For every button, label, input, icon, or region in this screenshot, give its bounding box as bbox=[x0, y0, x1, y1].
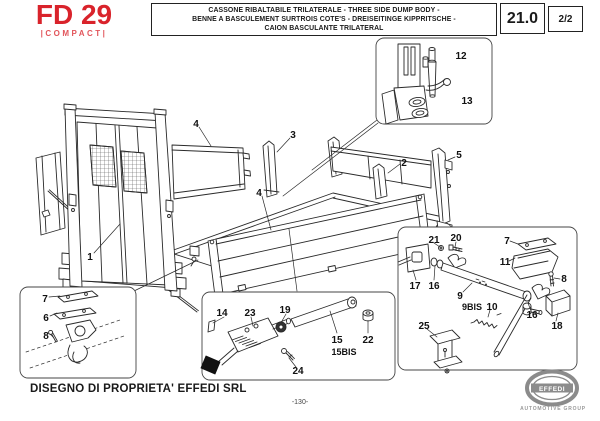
callout-7b: 7 bbox=[504, 236, 510, 247]
inset-torsion-bar-detail bbox=[397, 226, 578, 374]
callout-6: 6 bbox=[43, 313, 49, 324]
inset-hinge-detail bbox=[19, 286, 137, 379]
callout-20: 20 bbox=[450, 233, 462, 244]
callout-24: 24 bbox=[292, 366, 304, 377]
callout-7a: 7 bbox=[42, 294, 48, 305]
section-number-box: 21.0 bbox=[500, 3, 545, 34]
callout-8b: 8 bbox=[561, 274, 567, 285]
property-notice: DISEGNO DI PROPRIETA' EFFEDI SRL bbox=[30, 383, 247, 395]
callout-14: 14 bbox=[216, 308, 228, 319]
effedi-logo-text: EFFEDI bbox=[539, 386, 565, 393]
model-subname: |COMPACT| bbox=[40, 29, 108, 38]
callout-25: 25 bbox=[418, 321, 430, 332]
brand-logo: FD 29 |COMPACT| bbox=[18, 1, 130, 38]
title-line-3: CAION BASCULANTE TRILATERAL bbox=[264, 25, 384, 32]
callout-15: 15 bbox=[331, 335, 343, 346]
callout-9bis: 9BIS bbox=[462, 302, 482, 312]
callouts: 4 3 2 5 4 1 12 13 7 6 8 14 23 19 15 15BI… bbox=[42, 51, 567, 377]
title-box: CASSONE RIBALTABILE TRILATERALE - THREE … bbox=[151, 3, 497, 36]
inset-pin-detail bbox=[375, 37, 493, 125]
title-line-1: CASSONE RIBALTABILE TRILATERALE - THREE … bbox=[208, 7, 440, 14]
callout-18: 18 bbox=[551, 321, 563, 332]
inset-leader-lines bbox=[48, 240, 561, 368]
callout-8a: 8 bbox=[43, 331, 49, 342]
effedi-logo: EFFEDI bbox=[525, 369, 579, 407]
callout-23: 23 bbox=[244, 308, 256, 319]
callout-4a: 4 bbox=[193, 119, 199, 130]
effedi-logo-subtext: AUTOMOTIVE GROUP bbox=[520, 406, 586, 412]
callout-17: 17 bbox=[409, 281, 421, 292]
callout-2: 2 bbox=[401, 158, 407, 169]
title-line-2: BENNE A BASCULEMENT SURTROIS COTE'S - DR… bbox=[192, 16, 456, 23]
callout-10: 10 bbox=[486, 302, 498, 313]
callout-9: 9 bbox=[457, 291, 463, 302]
callout-16a: 16 bbox=[428, 281, 440, 292]
callout-16b: 16 bbox=[526, 310, 538, 321]
callout-3: 3 bbox=[290, 130, 296, 141]
callout-12: 12 bbox=[455, 51, 467, 62]
callout-4b: 4 bbox=[256, 188, 262, 199]
callout-19: 19 bbox=[279, 305, 291, 316]
model-name: FD 29 bbox=[35, 0, 113, 30]
callout-21: 21 bbox=[428, 235, 440, 246]
sheet-ref-box: 2/2 bbox=[548, 6, 583, 32]
callout-15bis: 15BIS bbox=[331, 347, 356, 357]
callout-13: 13 bbox=[461, 96, 473, 107]
callout-5: 5 bbox=[456, 150, 462, 161]
callout-22: 22 bbox=[362, 335, 374, 346]
callout-1: 1 bbox=[87, 252, 93, 263]
page-number: -130- bbox=[291, 399, 309, 406]
callout-11: 11 bbox=[500, 257, 511, 268]
dump-body-drawing bbox=[35, 103, 453, 313]
